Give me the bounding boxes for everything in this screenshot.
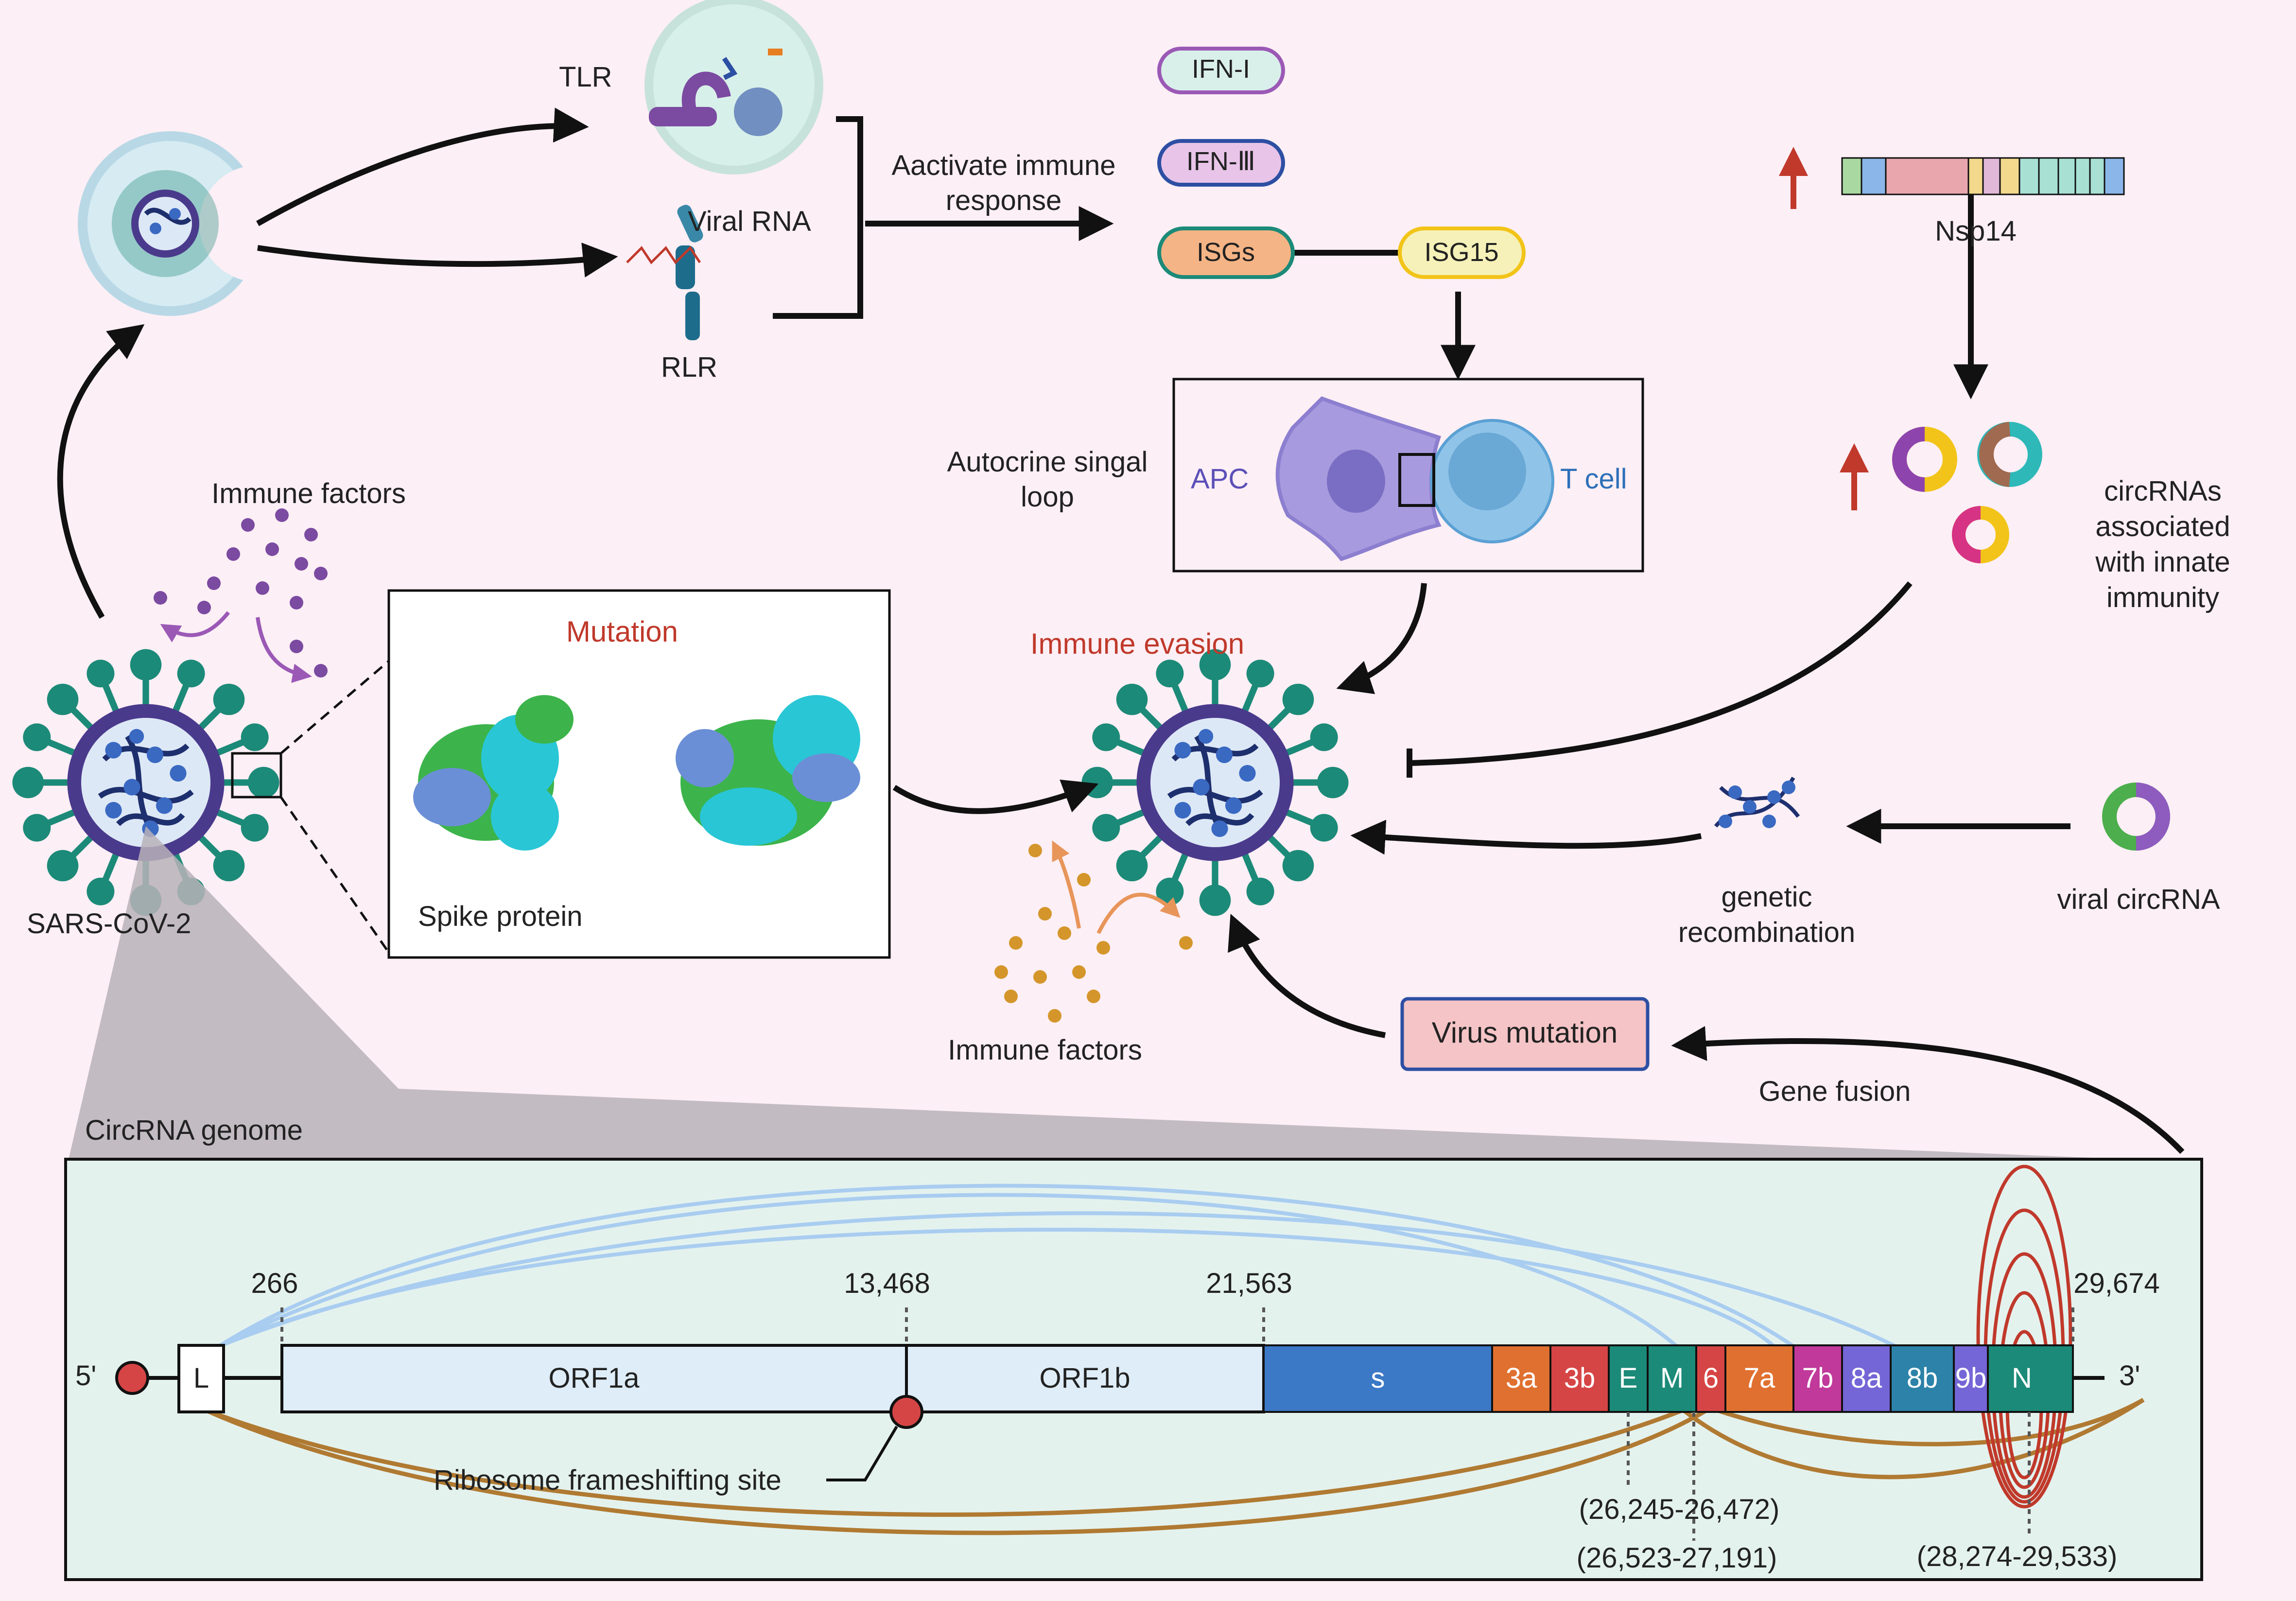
immune-factors-orange-icon <box>994 844 1193 1023</box>
immune-factors-bottom-label: Immune factors <box>948 1034 1142 1066</box>
circrna-genome-label: CircRNA genome <box>85 1114 303 1146</box>
isgs-pill: ISGs <box>1157 226 1295 279</box>
isg15-label: ISG15 <box>1424 238 1498 267</box>
gene-3b-label: 3b <box>1564 1362 1596 1394</box>
blue-junction-arcs <box>217 1183 1896 1348</box>
gene-orf1a-label: ORF1a <box>549 1362 640 1394</box>
rlr-receptor-icon <box>626 205 703 340</box>
circrna-rings-icon <box>1892 422 2042 563</box>
viral-circrna-label: viral circRNA <box>2057 884 2220 915</box>
gene-l-label: L <box>193 1362 209 1394</box>
associated-label: associated <box>2095 511 2230 542</box>
nsp14-label: Nsp14 <box>1935 215 2017 247</box>
apc-label: APC <box>1191 463 1249 495</box>
pos-21563-label: 21,563 <box>1206 1268 1292 1299</box>
pos-29674-label: 29,674 <box>2073 1268 2159 1299</box>
frameshift-site-icon <box>889 1395 923 1429</box>
gene-fusion-label: Gene fusion <box>1759 1076 1911 1107</box>
gene-3a-label: 3a <box>1506 1362 1537 1394</box>
circrnas-label: circRNAs <box>2104 475 2222 507</box>
ifn1-label: IFN-I <box>1192 54 1250 84</box>
ribosome-frameshift-label: Ribosome frameshifting site <box>434 1464 782 1496</box>
gene-7b-label: 7b <box>1802 1362 1834 1394</box>
gene-m-label: M <box>1660 1362 1684 1394</box>
cell-tlr-icon <box>644 0 823 174</box>
immune-factors-top-label: Immune factors <box>211 478 406 509</box>
genome-panel <box>64 1158 2203 1581</box>
spike-before-icon <box>413 695 574 851</box>
with-innate-label: with innate <box>2095 546 2230 578</box>
ifn1-pill: IFN-I <box>1157 47 1285 94</box>
zoom-lines <box>279 660 390 954</box>
range-1-label: (26,245-26,472) <box>1579 1494 1780 1525</box>
gene-6-label: 6 <box>1703 1362 1719 1394</box>
upregulation-arrows <box>1779 147 1869 510</box>
sars-cov-2-label: SARS-CoV-2 <box>27 908 191 940</box>
virus-mutation-box: Virus mutation <box>1400 997 1650 1071</box>
gene-n-label: N <box>2012 1362 2032 1394</box>
gene-7a-label: 7a <box>1744 1362 1775 1394</box>
immune-evasion-label: Immune evasion <box>1030 627 1244 660</box>
isg15-pill: ISG15 <box>1398 226 1526 279</box>
loop-label: loop <box>1021 481 1074 513</box>
immunity-label: immunity <box>2106 582 2219 613</box>
virus-mutation-label: Virus mutation <box>1432 1016 1618 1049</box>
recombination-label: recombination <box>1678 917 1855 948</box>
isgs-label: ISGs <box>1197 238 1255 267</box>
activate-immune-label: Aactivate immune <box>892 150 1116 181</box>
endosome-icon <box>78 131 316 316</box>
gene-9b-label: 9b <box>1955 1362 1987 1394</box>
spike-protein-panel <box>387 589 891 959</box>
rlr-label: RLR <box>661 351 717 383</box>
five-prime-label: 5' <box>75 1360 96 1392</box>
genetic-label: genetic <box>1721 881 1812 913</box>
brown-junction-arcs <box>203 1398 2145 1535</box>
range-2-label: (26,523-27,191) <box>1577 1542 1777 1574</box>
tcell-label: T cell <box>1560 463 1627 495</box>
ifn3-pill: IFN-Ⅲ <box>1157 139 1285 187</box>
genetic-recombination-icon <box>1714 776 1800 828</box>
nsp14-bar-icon <box>1841 157 2125 195</box>
range-3-label: (28,274-29,533) <box>1917 1541 2118 1572</box>
autocrine-label: Autocrine singal <box>947 446 1148 478</box>
gene-8b-label: 8b <box>1907 1362 1938 1394</box>
five-prime-cap-icon <box>115 1361 149 1395</box>
gene-8a-label: 8a <box>1851 1362 1882 1394</box>
spike-after-icon <box>676 695 860 846</box>
pos-13468-label: 13,468 <box>844 1268 930 1299</box>
response-label: response <box>946 185 1062 216</box>
tlr-label: TLR <box>559 61 612 93</box>
three-prime-label: 3' <box>2119 1360 2140 1392</box>
apc-tcell-panel <box>1172 378 1644 573</box>
viral-circrna-ring-icon <box>2102 783 2170 851</box>
mutation-label: Mutation <box>566 615 678 648</box>
immune-factors-purple-icon <box>154 508 328 678</box>
spike-protein-label: Spike protein <box>418 901 583 932</box>
evasion-virus-icon <box>1081 649 1348 916</box>
pos-266-label: 266 <box>251 1268 298 1299</box>
zoom-box <box>231 752 282 799</box>
gene-s-label: s <box>1371 1362 1385 1394</box>
viral-rna-label: Viral RNA <box>688 206 811 237</box>
arrows <box>57 107 2185 1154</box>
ifn3-label: IFN-Ⅲ <box>1186 147 1255 176</box>
zoom-wedge <box>68 826 2187 1162</box>
gene-orf1b-label: ORF1b <box>1040 1362 1131 1394</box>
gene-e-label: E <box>1619 1362 1638 1394</box>
